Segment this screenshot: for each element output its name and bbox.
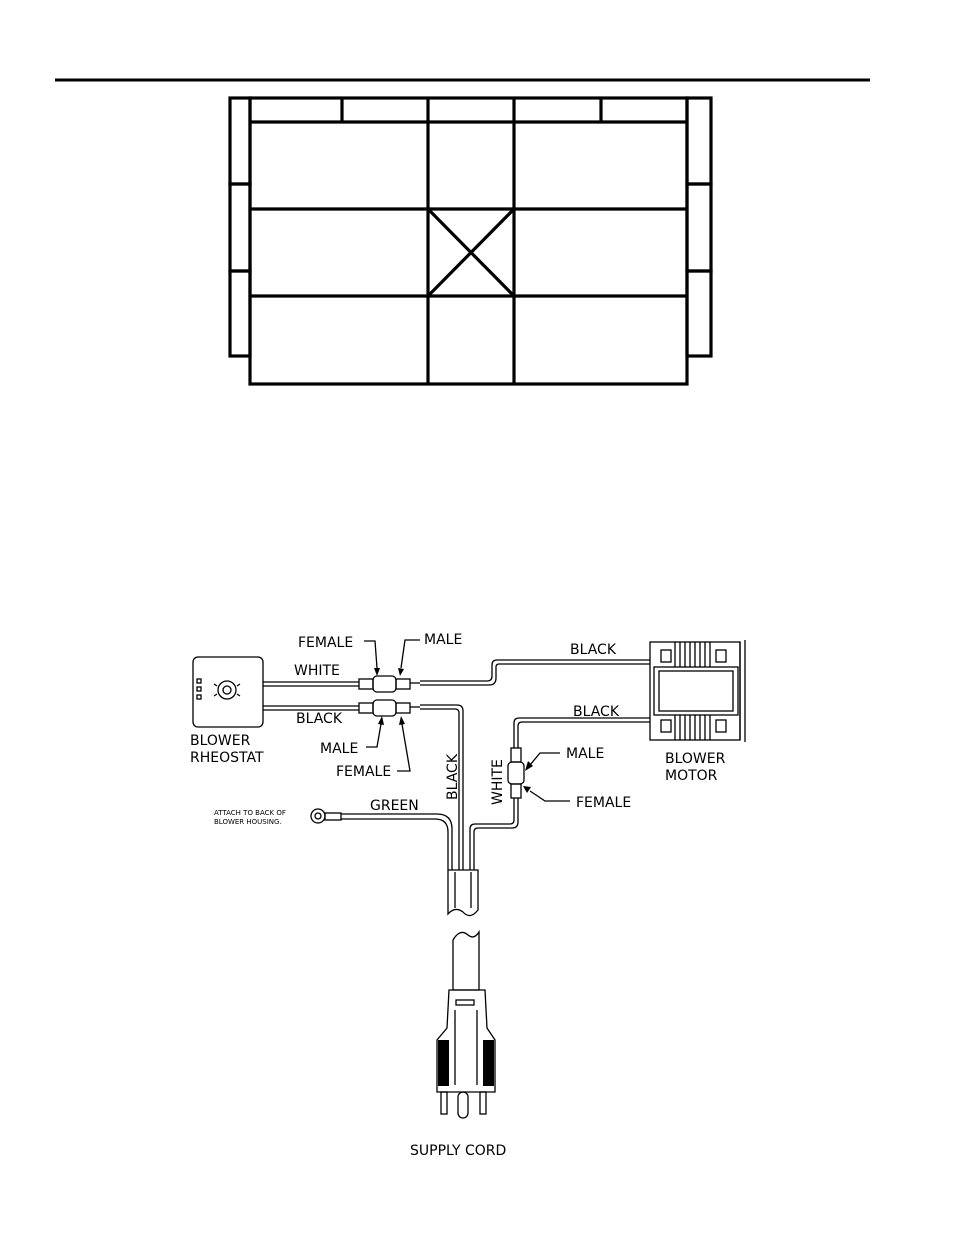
black-label-mid: BLACK xyxy=(296,711,343,727)
supply-cord-upper xyxy=(448,870,478,916)
white-wire-label: WHITE xyxy=(294,663,340,679)
black-wire-motor-top xyxy=(420,660,650,681)
right-connector xyxy=(508,748,524,798)
ground-ring-terminal-icon xyxy=(311,809,325,823)
female-label-right: FEMALE xyxy=(576,795,631,811)
rheostat-label-line1: BLOWER xyxy=(190,733,251,749)
female-label-top: FEMALE xyxy=(298,635,353,651)
blower-rheostat xyxy=(193,657,263,727)
rheostat-knob-icon xyxy=(218,681,236,699)
burner-grid-figure xyxy=(230,98,711,384)
white-wire-to-cord xyxy=(470,798,514,870)
black-label-top: BLACK xyxy=(570,642,617,658)
black-label-vertical: BLACK xyxy=(445,753,461,800)
attach-note-line2: BLOWER HOUSING. xyxy=(214,818,282,826)
attach-note-line1: ATTACH TO BACK OF xyxy=(214,809,286,817)
green-ground-wire xyxy=(341,814,452,870)
male-label-top: MALE xyxy=(424,632,462,648)
blower-motor xyxy=(650,640,745,742)
female-label-bottom: FEMALE xyxy=(336,764,391,780)
motor-label-line1: BLOWER xyxy=(665,751,726,767)
male-label-bottom: MALE xyxy=(320,741,358,757)
lower-connector xyxy=(359,700,420,716)
supply-cord-label: SUPPLY CORD xyxy=(410,1143,506,1159)
black-label-lower: BLACK xyxy=(573,704,620,720)
male-label-right: MALE xyxy=(566,746,604,762)
top-connector xyxy=(359,676,420,692)
motor-label-line2: MOTOR xyxy=(665,768,718,784)
supply-cord-lower xyxy=(453,932,479,990)
rheostat-label-line2: RHEOSTAT xyxy=(190,750,264,766)
white-label-vertical: WHITE xyxy=(490,759,506,805)
green-wire-label: GREEN xyxy=(370,798,419,814)
plug-icon xyxy=(437,990,495,1118)
